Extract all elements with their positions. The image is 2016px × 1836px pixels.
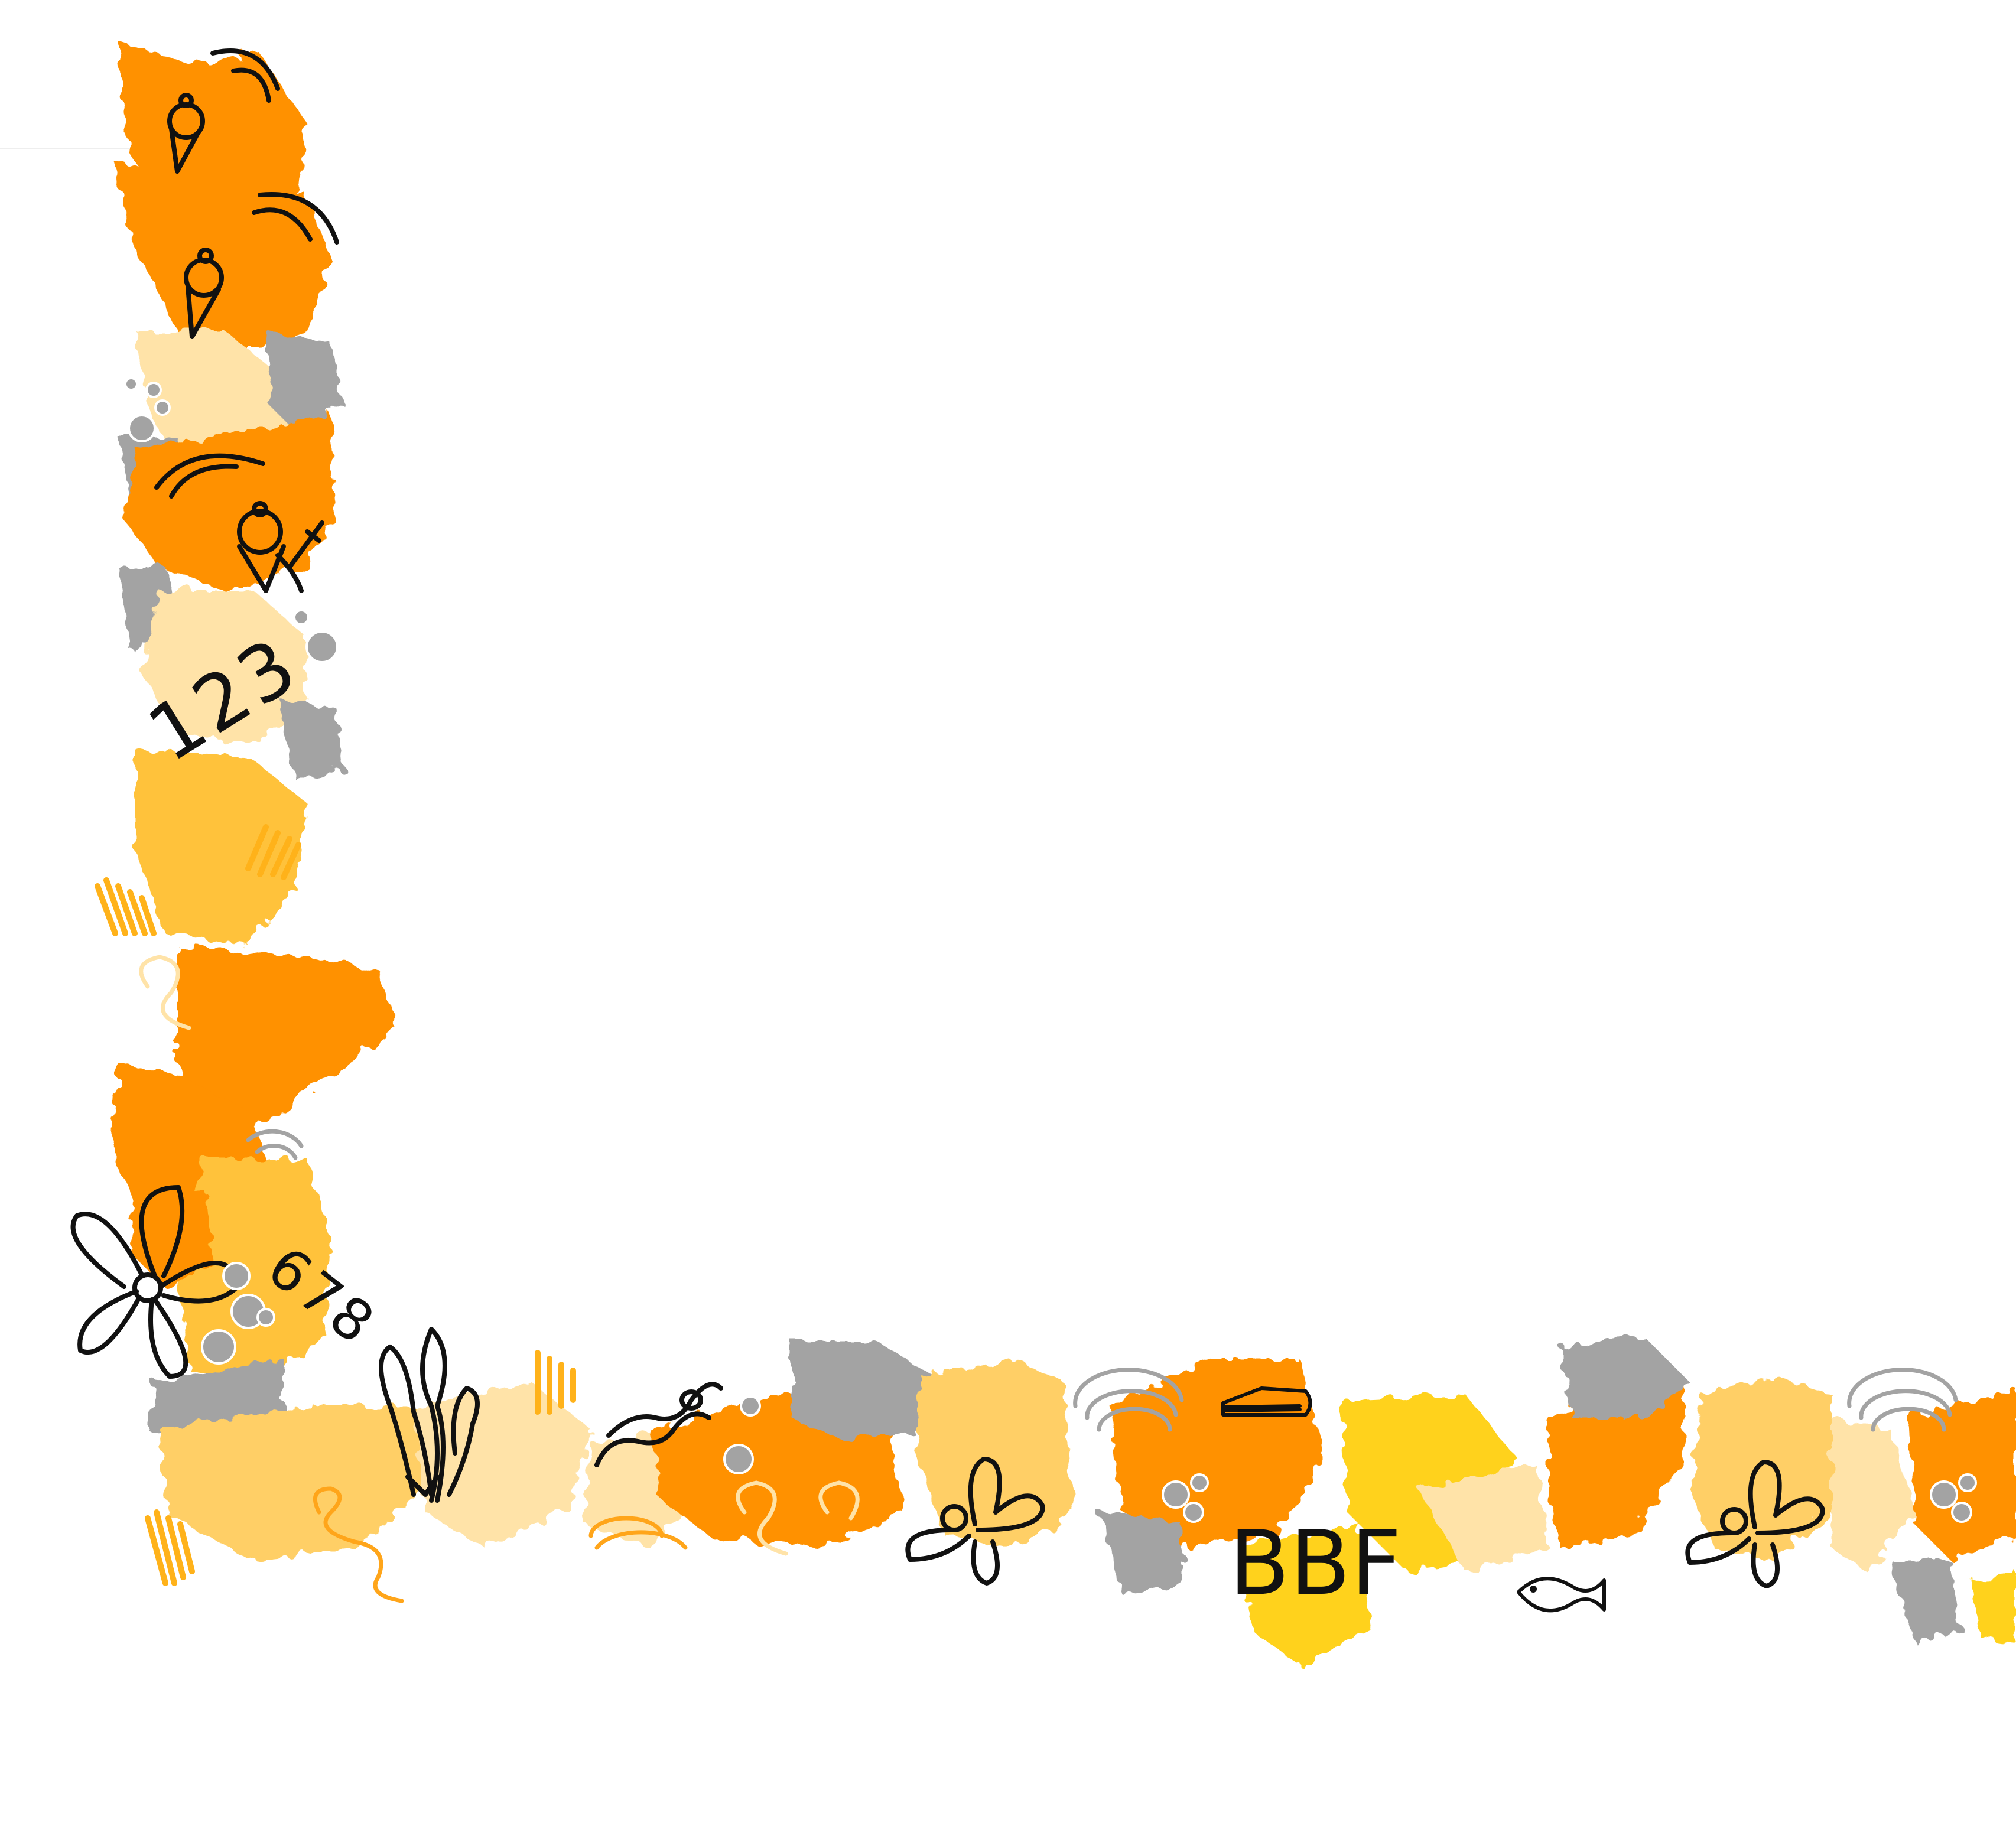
propeller-flower-icon — [1685, 1460, 1825, 1588]
bottom-strip-brush-strokes — [414, 1335, 2016, 1666]
black-line-doodles — [70, 48, 1825, 1613]
wave-squiggle-icon — [594, 1382, 723, 1467]
hatch-marks — [95, 824, 576, 1586]
handwritten-monogram-bbf: BBF — [1229, 1512, 1402, 1615]
book-icon — [1221, 1386, 1312, 1417]
ice-cream-cone-icon — [184, 192, 339, 339]
top-hairline-divider — [0, 148, 171, 149]
fish-icon — [1517, 1577, 1606, 1613]
bubbles — [124, 377, 1977, 1523]
ice-cream-cone-icon — [154, 453, 324, 593]
flower-icon — [70, 1185, 240, 1379]
seaweed-icon — [379, 1327, 480, 1503]
ice-cream-cone-icon — [167, 48, 280, 174]
propeller-flower-icon — [905, 1457, 1045, 1586]
spiral-swirls — [313, 1486, 688, 1603]
left-column-brush-strokes — [112, 41, 437, 1560]
peach-spirals — [139, 955, 860, 1556]
rainbow-arcs-gray — [246, 1129, 1958, 1432]
